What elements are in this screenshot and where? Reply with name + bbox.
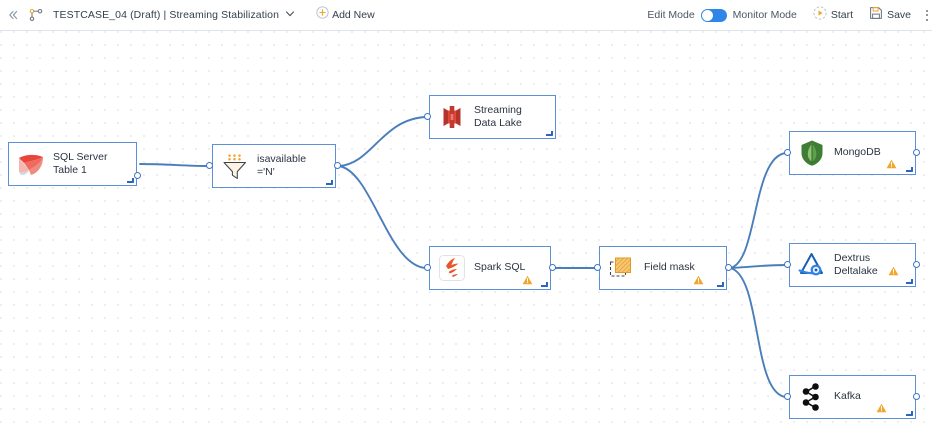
play-circle-icon xyxy=(813,5,827,25)
kebab-dot xyxy=(926,18,928,21)
port-out-isavailable-filter[interactable] xyxy=(334,162,341,169)
node-label-line2: Table 1 xyxy=(53,164,87,176)
mongodb-icon xyxy=(790,139,834,167)
toolbar-right-group: Edit Mode Monitor Mode Start xyxy=(647,0,932,30)
node-isavailable-filter[interactable]: isavailable ='N' xyxy=(212,144,336,188)
pipeline-canvas[interactable]: SQL Server Table 1 isavailable ='N' xyxy=(0,31,932,431)
sql-server-icon xyxy=(9,151,53,177)
port-in-streaming-data-lake[interactable] xyxy=(424,113,431,120)
warning-icon xyxy=(693,275,704,289)
filter-funnel-icon xyxy=(213,151,257,181)
kafka-icon xyxy=(790,382,834,412)
edit-monitor-mode-toggle[interactable] xyxy=(700,8,727,22)
node-label-line2: ='N' xyxy=(257,166,275,178)
port-out-dextrus-deltalake[interactable] xyxy=(913,261,920,268)
port-in-kafka[interactable] xyxy=(784,393,791,400)
spark-icon xyxy=(430,253,474,283)
node-label-line1: Spark SQL xyxy=(474,261,526,274)
node-resize-corner[interactable] xyxy=(127,178,134,183)
kebab-dot xyxy=(926,9,928,12)
warning-icon xyxy=(522,275,533,289)
port-out-field-mask[interactable] xyxy=(725,264,732,271)
node-label: Spark SQL xyxy=(474,261,533,285)
edge-filter-to-datalake xyxy=(338,116,427,167)
node-resize-corner[interactable] xyxy=(717,282,724,287)
monitor-mode-label: Monitor Mode xyxy=(732,9,797,21)
node-resize-corner[interactable] xyxy=(906,279,913,284)
node-label-line2: Deltalake xyxy=(834,265,878,277)
edge-layer xyxy=(139,116,787,398)
field-mask-icon xyxy=(600,253,644,283)
toggle-knob xyxy=(701,9,713,21)
node-mongodb[interactable]: MongoDB xyxy=(789,131,916,175)
warning-icon xyxy=(886,159,897,173)
node-label-line1: Field mask xyxy=(644,261,695,274)
kinesis-stream-icon xyxy=(430,103,474,131)
kebab-dot xyxy=(926,14,928,16)
edge-filter-to-sparksql xyxy=(338,165,427,269)
node-label-line1: SQL Server xyxy=(53,150,108,163)
node-resize-corner[interactable] xyxy=(541,282,548,287)
warning-icon xyxy=(876,403,887,417)
node-resize-corner[interactable] xyxy=(906,411,913,416)
warning-icon xyxy=(888,266,899,280)
node-resize-corner[interactable] xyxy=(326,180,333,185)
plus-circle-icon xyxy=(316,6,329,24)
port-out-mongodb[interactable] xyxy=(913,149,920,156)
page-title: TESTCASE_04 (Draft) | Streaming Stabiliz… xyxy=(53,9,280,21)
port-out-spark-sql[interactable] xyxy=(549,264,556,271)
node-label: isavailable ='N' xyxy=(257,153,310,180)
toolbar-left-group: TESTCASE_04 (Draft) | Streaming Stabiliz… xyxy=(0,0,375,30)
node-label-line2: Data Lake xyxy=(474,117,522,129)
node-label: SQL Server Table 1 xyxy=(53,151,111,178)
toolbar: TESTCASE_04 (Draft) | Streaming Stabiliz… xyxy=(0,0,932,31)
node-resize-corner[interactable] xyxy=(906,167,913,172)
node-label-line1: MongoDB xyxy=(834,146,881,159)
node-dextrus-deltalake[interactable]: Dextrus Deltalake xyxy=(789,243,916,287)
add-new-label: Add New xyxy=(332,9,375,21)
node-label-line1: isavailable xyxy=(257,152,307,165)
node-streaming-data-lake[interactable]: Streaming Data Lake xyxy=(429,95,556,139)
node-label-line1: Kafka xyxy=(834,390,861,403)
start-button[interactable]: Start xyxy=(813,5,854,25)
edge-sqlserver-to-filter xyxy=(139,163,210,167)
floppy-disk-icon xyxy=(869,6,883,25)
node-sql-server-table-1[interactable]: SQL Server Table 1 xyxy=(8,142,137,186)
kebab-menu-icon[interactable] xyxy=(924,9,930,21)
node-label-line1: Dextrus xyxy=(834,251,871,264)
node-field-mask[interactable]: Field mask xyxy=(599,246,727,290)
node-label: Field mask xyxy=(644,261,704,285)
edit-mode-label: Edit Mode xyxy=(647,9,695,21)
port-in-field-mask[interactable] xyxy=(594,264,601,271)
node-label: MongoDB xyxy=(834,146,897,169)
edge-fieldmask-to-kafka xyxy=(729,267,787,398)
node-kafka[interactable]: Kafka xyxy=(789,375,916,419)
port-in-dextrus-deltalake[interactable] xyxy=(784,261,791,268)
double-chevron-left-icon[interactable] xyxy=(4,4,22,26)
pipeline-icon xyxy=(26,5,46,25)
port-out-kafka[interactable] xyxy=(913,393,920,400)
port-in-spark-sql[interactable] xyxy=(424,264,431,271)
port-in-isavailable-filter[interactable] xyxy=(206,162,213,169)
start-label: Start xyxy=(830,9,854,21)
save-button[interactable]: Save xyxy=(869,6,911,25)
add-new-button[interactable]: Add New xyxy=(316,6,375,24)
dextrus-icon xyxy=(790,251,834,279)
save-label: Save xyxy=(887,9,911,21)
node-spark-sql[interactable]: Spark SQL xyxy=(429,246,551,290)
node-label-line1: Streaming xyxy=(474,103,522,116)
port-in-mongodb[interactable] xyxy=(784,149,791,156)
chevron-down-icon[interactable] xyxy=(286,11,295,19)
node-resize-corner[interactable] xyxy=(546,131,553,136)
node-label: Dextrus Deltalake xyxy=(834,251,899,279)
node-label: Kafka xyxy=(834,390,887,413)
edge-fieldmask-to-mongodb xyxy=(729,152,787,269)
edge-fieldmask-to-dextrus xyxy=(729,264,787,269)
port-out-sql-server-table-1[interactable] xyxy=(134,172,141,179)
node-label: Streaming Data Lake xyxy=(474,104,526,131)
